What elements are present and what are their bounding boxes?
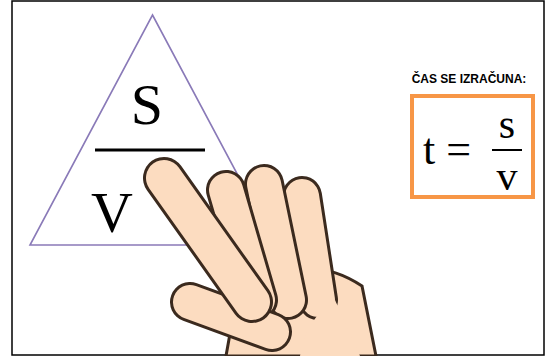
fraction-bar [492, 149, 522, 151]
text-slot: t = [423, 128, 471, 172]
distance-symbol: s [499, 103, 515, 145]
text-slot: v [497, 155, 518, 197]
palm-fill [300, 300, 360, 356]
index-finger-outline [164, 178, 252, 302]
formula-box: ČAS SE IZRAČUNA: t = sv [396, 62, 542, 202]
time-symbol: t = [423, 128, 471, 172]
hand-drawing [164, 178, 376, 356]
speed-symbol: V [91, 184, 133, 242]
page-border [12, 1, 544, 355]
speed-symbol: v [497, 155, 518, 197]
text-slot: s [499, 103, 515, 145]
distance-symbol: S [131, 76, 163, 134]
text-slot: ČAS SE IZRAČUNA: [412, 69, 527, 87]
index-finger [164, 178, 252, 302]
fraction-bar [95, 149, 205, 152]
text-slot: V [91, 184, 133, 242]
text-slot: S [131, 76, 163, 134]
box-heading: ČAS SE IZRAČUNA: [412, 73, 527, 85]
